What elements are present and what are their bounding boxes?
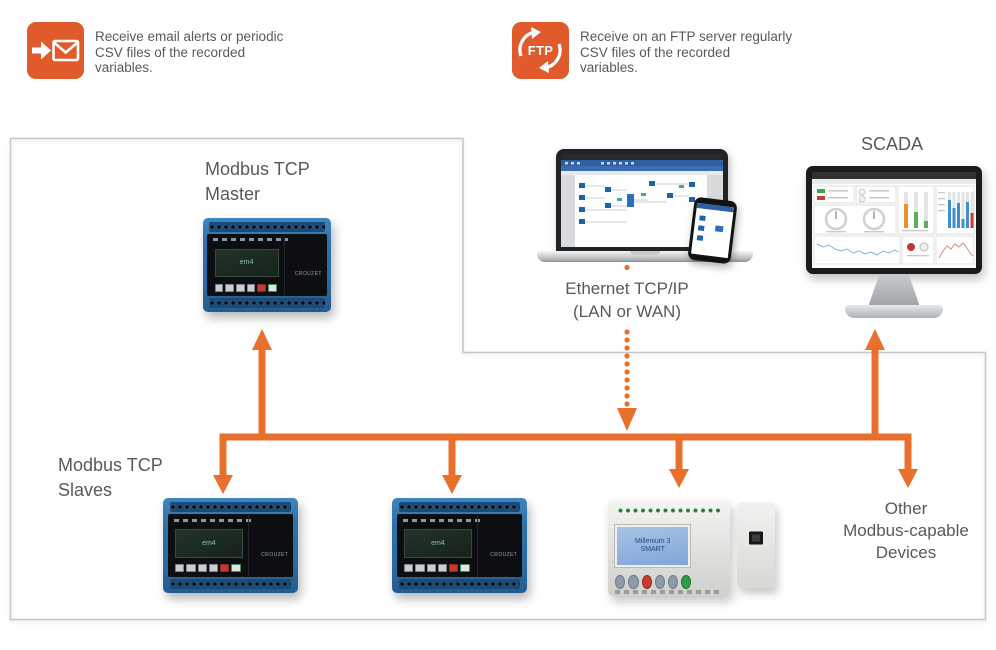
ftp-note-text: Receive on an FTP server regularly CSV f…	[580, 29, 792, 76]
module-seam	[477, 515, 479, 576]
terminal-strip	[169, 501, 292, 513]
screen-line: SMART	[640, 546, 665, 554]
module-seam	[248, 515, 250, 576]
status-panel	[817, 188, 889, 203]
wiring-lines	[585, 183, 689, 223]
lcd-text: em4	[431, 539, 445, 547]
modbus-bus-line	[219, 348, 912, 477]
toolbar-icons	[565, 162, 634, 165]
device-face: em4 CROUZET	[167, 514, 294, 577]
ftp-sync-icon: FTP	[512, 22, 569, 79]
gauge-panel	[824, 207, 886, 233]
label-line: Master	[205, 184, 261, 204]
phone-screen	[691, 202, 734, 259]
device-buttons	[404, 564, 470, 573]
label-line: Other	[884, 499, 928, 518]
teal-blocks	[617, 185, 684, 201]
ftp-note-line: CSV files of the recorded	[580, 44, 731, 60]
lcd-text: em4	[202, 539, 216, 547]
device-modbus-slave-2: em4 CROUZET	[392, 498, 527, 593]
device-buttons	[175, 564, 241, 573]
ftp-badge-label: FTP	[527, 43, 554, 58]
arrow-down-slave1	[213, 475, 233, 494]
device-face: em4 CROUZET	[396, 514, 523, 577]
label-scada: SCADA	[860, 134, 923, 154]
brand-text: CROUZET	[294, 271, 322, 278]
lcd-text: em4	[239, 259, 254, 267]
terminal-led-strip	[616, 506, 722, 515]
arrow-down-other-devices	[898, 469, 918, 488]
label-modbus-slaves: Modbus TCP Slaves	[58, 453, 163, 503]
ethernet-module	[737, 502, 775, 588]
terminal-strip	[209, 221, 325, 233]
arrow-down-slave2	[442, 475, 462, 494]
function-blocks	[579, 181, 695, 224]
label-line: Slaves	[58, 480, 113, 500]
laptop-base	[537, 251, 753, 262]
terminal-strip	[615, 590, 723, 595]
arrow-up-master	[252, 329, 272, 350]
email-note-line: variables.	[95, 60, 153, 75]
device-millenium3: Millenium 3 SMART	[608, 500, 730, 596]
module-seam	[283, 235, 285, 295]
terminal-strip	[209, 297, 325, 309]
label-line: Modbus TCP	[205, 159, 310, 179]
device-lcd: em4	[214, 248, 279, 277]
rj45-port	[749, 531, 763, 545]
device-buttons	[214, 283, 277, 292]
phone-function-blocks	[694, 211, 731, 256]
smartphone	[687, 196, 738, 265]
email-note-line: Receive email alerts or periodic	[95, 29, 284, 44]
network-boundary-box	[9, 137, 987, 621]
label-line: Modbus TCP	[58, 455, 163, 475]
device-lcd: em4	[175, 529, 243, 558]
ftp-sync-glyph	[518, 27, 562, 73]
label-row-decoration	[173, 518, 254, 522]
device-modbus-master: em4 CROUZET	[203, 218, 331, 312]
email-note: Receive email alerts or periodic CSV fil…	[27, 22, 447, 79]
monitor-base	[845, 305, 943, 318]
label-line: Modbus-capable	[843, 521, 969, 540]
scada-dashboard	[812, 172, 976, 268]
terminal-strip	[169, 578, 292, 590]
panel-frames	[813, 185, 975, 265]
ftp-note: FTP Receive on an FTP server regularly C…	[512, 22, 952, 79]
label-row-decoration	[213, 238, 289, 242]
scada-monitor	[806, 166, 982, 274]
ftp-note-line: variables.	[580, 60, 638, 75]
label-line: Devices	[875, 543, 937, 562]
level-gauges-panel	[902, 192, 928, 232]
label-ethernet-tcpip: Ethernet TCP/IP (LAN or WAN)	[527, 277, 727, 323]
bar-chart-panel	[938, 192, 974, 228]
device-lcd: em4	[404, 529, 472, 558]
email-note-text: Receive email alerts or periodic CSV fil…	[95, 29, 283, 76]
terminal-strip	[398, 501, 521, 513]
brand-text: CROUZET	[490, 552, 518, 559]
email-alert-glyph	[32, 39, 80, 62]
label-row-decoration	[402, 518, 483, 522]
screen-line: Millenium 3	[634, 538, 671, 546]
terminal-strip	[398, 578, 521, 590]
arrow-down-ethernet	[617, 408, 637, 431]
device-modbus-slave-1: em4 CROUZET	[163, 498, 298, 593]
email-note-line: CSV files of the recorded	[95, 44, 246, 60]
label-line: (LAN or WAN)	[573, 302, 681, 321]
arrow-down-millenium	[669, 469, 689, 488]
label-other-devices: Other Modbus-capable Devices	[816, 498, 996, 564]
millenium-screen: Millenium 3 SMART	[615, 524, 691, 568]
bus-arrowheads	[213, 329, 918, 494]
email-alert-icon	[27, 22, 84, 79]
device-buttons	[615, 574, 691, 590]
brand-text: CROUZET	[261, 552, 289, 559]
label-line: Ethernet TCP/IP	[565, 279, 689, 298]
device-face: em4 CROUZET	[207, 233, 327, 297]
arrow-up-scada	[865, 329, 885, 350]
label-modbus-master: Modbus TCP Master	[205, 157, 310, 207]
ftp-note-line: Receive on an FTP server regularly	[580, 29, 793, 44]
trend-charts	[816, 242, 974, 259]
